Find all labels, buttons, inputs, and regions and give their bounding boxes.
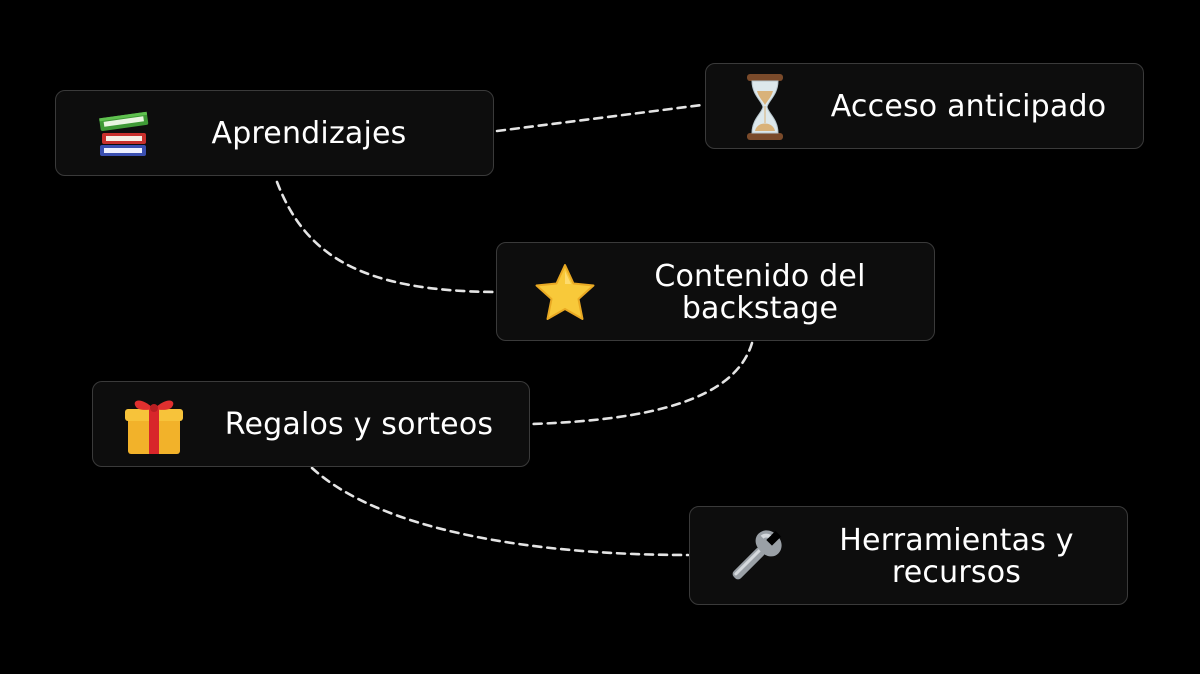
node-herramientas-recursos: Herramientas y recursos — [689, 506, 1128, 605]
edge-contenido-regalos — [530, 341, 754, 426]
node-acceso-anticipado-label: Acceso anticipado — [806, 64, 1131, 150]
star-icon — [531, 261, 599, 325]
node-contenido-line1: Contenido del — [654, 258, 866, 294]
node-contenido-backstage: Contenido del backstage — [496, 242, 935, 341]
edge-aprendizajes-contenido — [275, 180, 497, 294]
node-aprendizajes-text: Aprendizajes — [211, 116, 407, 151]
edge-aprendizajes-acceso — [495, 103, 704, 133]
hourglass-icon — [738, 70, 792, 144]
node-regalos-sorteos: Regalos y sorteos — [92, 381, 530, 467]
gift-icon — [119, 392, 189, 458]
wrench-icon — [720, 523, 790, 591]
node-aprendizajes-label: Aprendizajes — [174, 91, 444, 177]
node-regalos-sorteos-text: Regalos y sorteos — [224, 407, 494, 442]
node-acceso-anticipado-text: Acceso anticipado — [830, 89, 1107, 124]
node-regalos-sorteos-label: Regalos y sorteos — [199, 382, 519, 468]
node-herramientas-recursos-label: Herramientas y recursos — [804, 507, 1109, 606]
node-aprendizajes: Aprendizajes — [55, 90, 494, 176]
books-icon — [92, 105, 156, 163]
node-contenido-backstage-label: Contenido del backstage — [615, 243, 905, 342]
node-acceso-anticipado: Acceso anticipado — [705, 63, 1144, 149]
edge-regalos-herramientas — [310, 466, 690, 557]
node-herramientas-line2: recursos — [891, 554, 1022, 590]
node-contenido-line2: backstage — [681, 290, 839, 326]
node-herramientas-line1: Herramientas y — [839, 522, 1074, 558]
